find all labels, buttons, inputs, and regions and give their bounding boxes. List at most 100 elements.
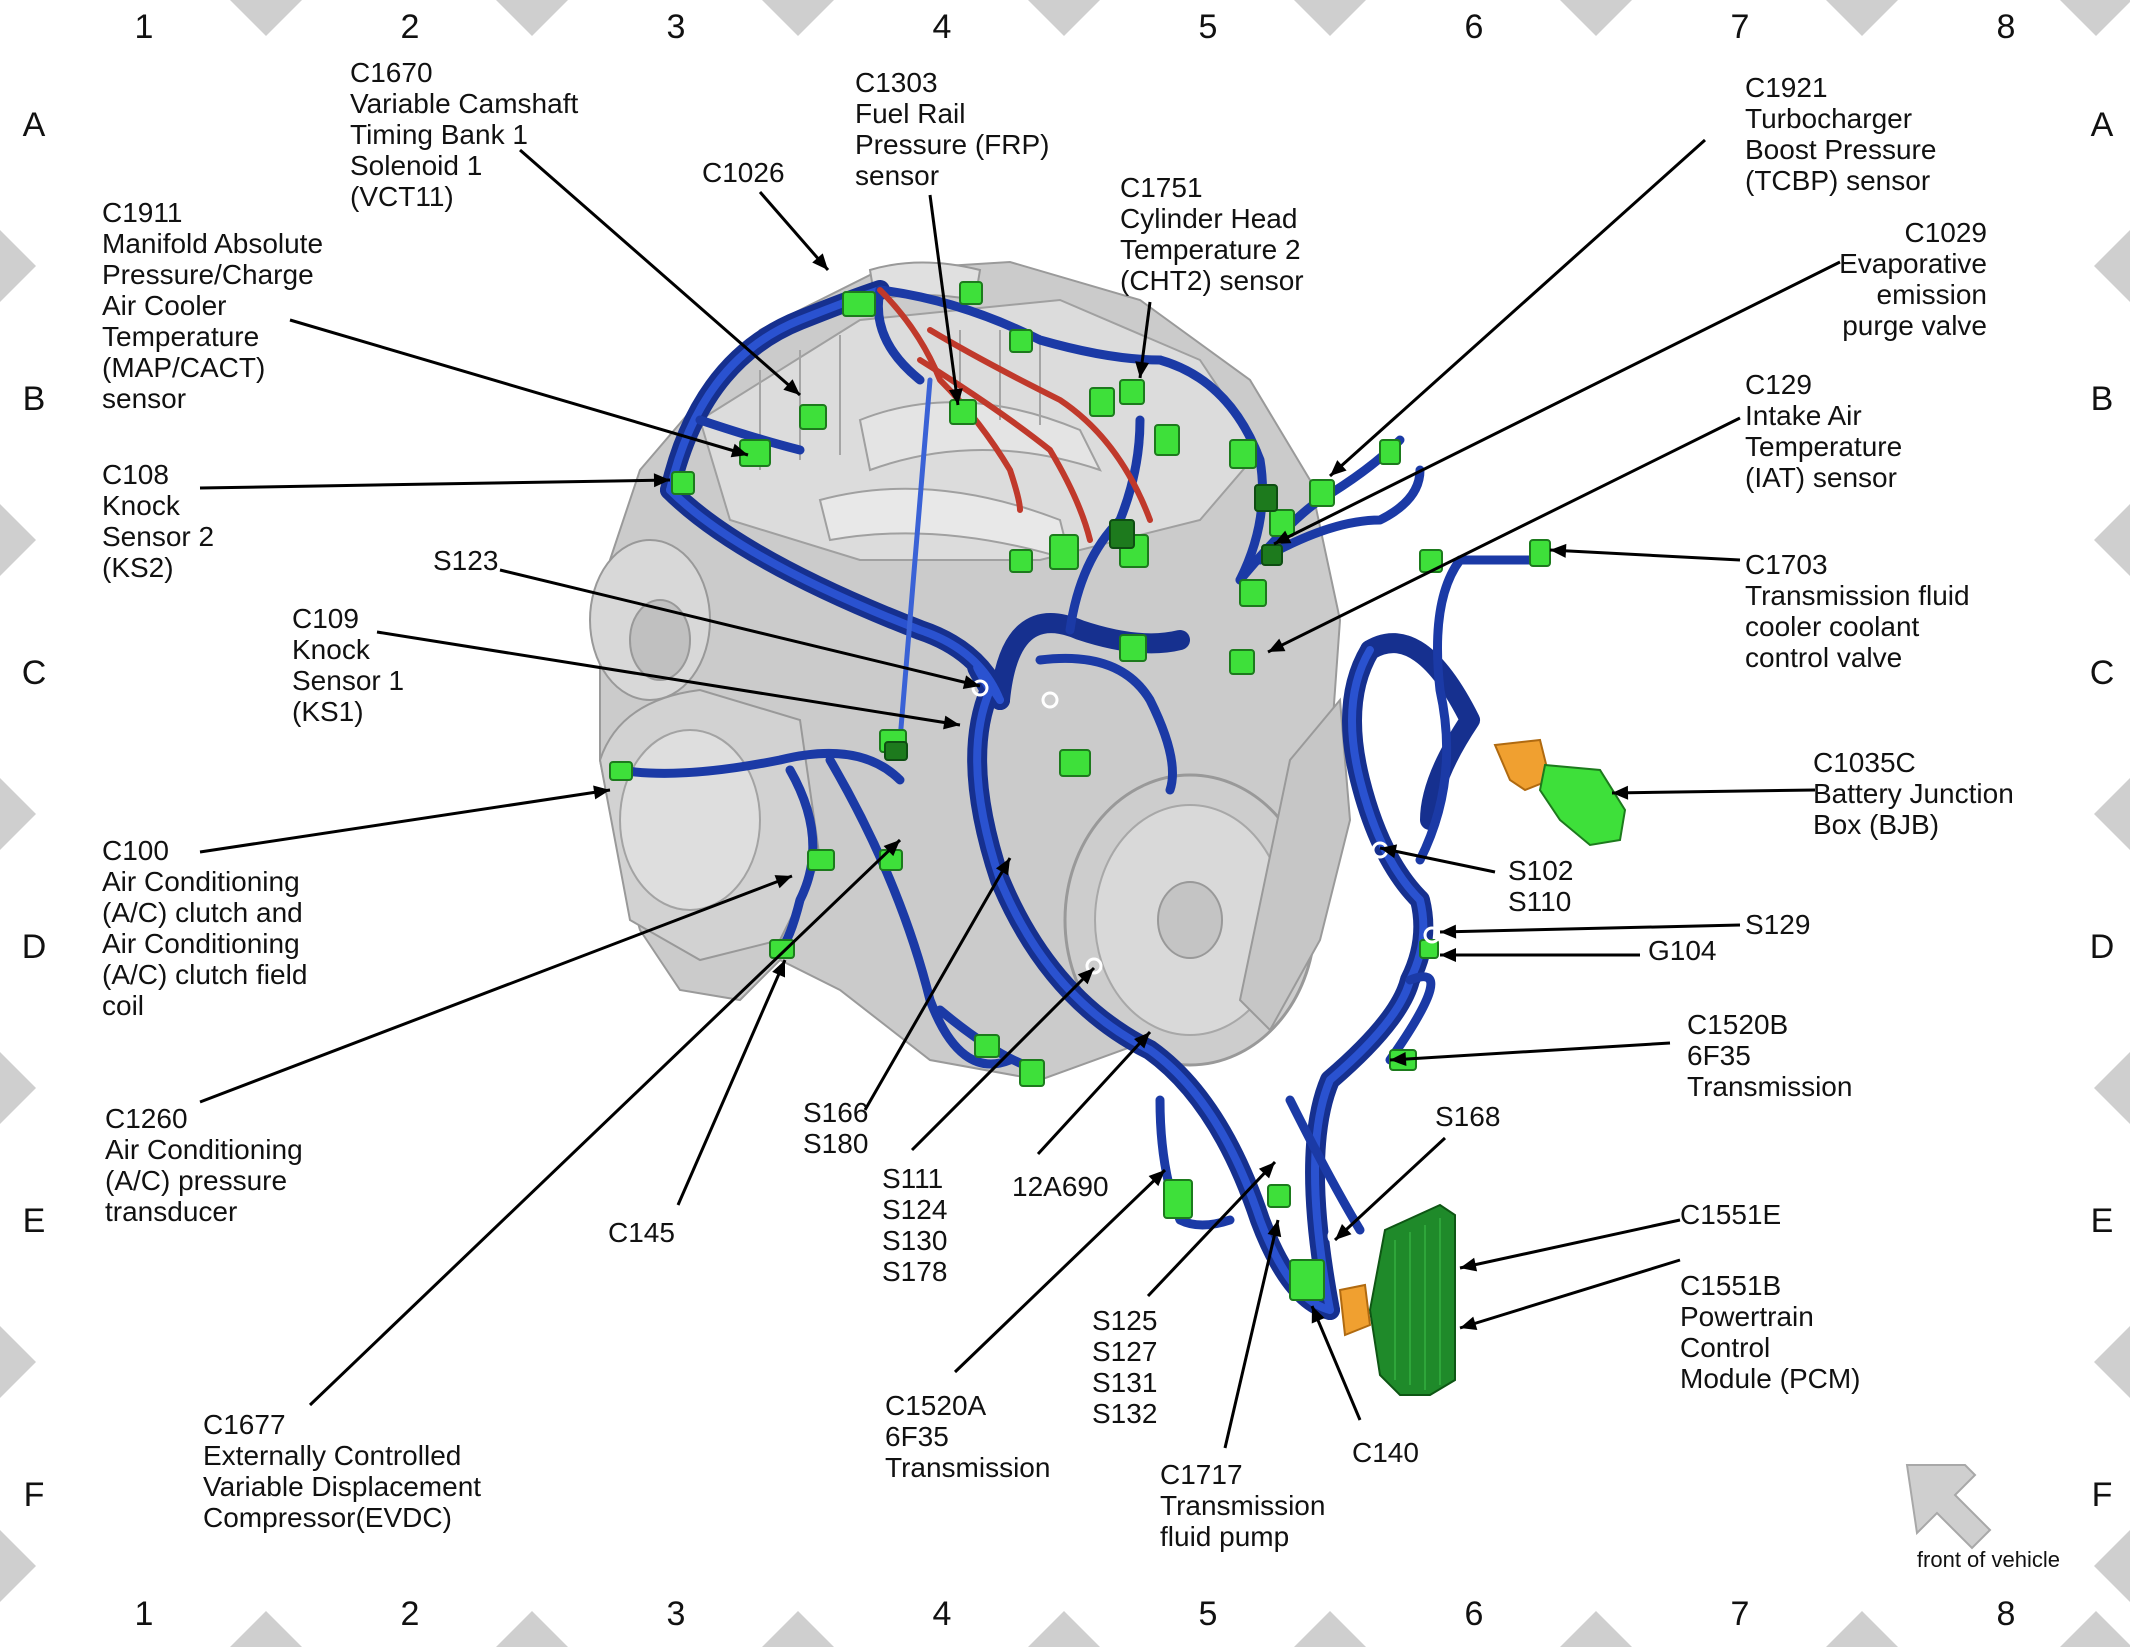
column-label-top: 4	[933, 8, 952, 46]
row-label-right: C	[2090, 654, 2115, 692]
leader-line	[1549, 548, 1741, 562]
leader-arrowhead	[1148, 1170, 1165, 1187]
callout-line: C1670	[350, 57, 433, 88]
leader-line	[1459, 1258, 1681, 1330]
callout-line: C100	[102, 835, 169, 866]
row-label-right: D	[2090, 928, 2115, 966]
border-diamond	[2094, 230, 2130, 302]
column-label-top: 2	[401, 8, 420, 46]
callout-line: (IAT) sensor	[1745, 462, 1897, 493]
border-diamond	[762, 0, 834, 36]
leader-line	[1611, 788, 1816, 795]
column-label-top: 1	[135, 8, 154, 46]
row-label-left: B	[23, 380, 46, 418]
connector-block	[799, 404, 827, 430]
connector-block	[959, 281, 983, 305]
callout-line: G104	[1648, 935, 1717, 966]
leader-arrowhead	[1550, 543, 1567, 558]
leader-arrowhead	[883, 840, 900, 857]
callout-line: emission	[1877, 279, 1987, 310]
leader-line	[1223, 1219, 1280, 1449]
leader-lines	[199, 138, 1841, 1449]
connector-block	[842, 291, 876, 317]
row-label-left: F	[24, 1476, 45, 1514]
callout-c1026: C1026	[702, 157, 785, 188]
callout-line: Temperature	[102, 321, 259, 352]
border-diamond	[0, 1326, 36, 1398]
callout-line: C1703	[1745, 549, 1828, 580]
leader-line	[1333, 1136, 1447, 1242]
leader-line	[910, 966, 1096, 1152]
callout-a690: 12A690	[1012, 1171, 1109, 1202]
border-diamond	[0, 504, 36, 576]
row-label-right: A	[2091, 106, 2114, 144]
leader-line	[1328, 138, 1707, 478]
leader-line	[199, 874, 793, 1104]
row-label-left: C	[22, 654, 47, 692]
border-diamond	[1294, 1611, 1366, 1647]
connector-block	[1289, 1259, 1325, 1301]
connector-block	[1269, 509, 1295, 537]
leader-arrowhead	[783, 379, 800, 395]
connector-block	[1089, 387, 1115, 417]
leader-arrowhead	[1460, 1316, 1478, 1330]
callout-line: Transmission	[1687, 1071, 1852, 1102]
callout-line: Module (PCM)	[1680, 1363, 1860, 1394]
row-label-right: F	[2092, 1476, 2113, 1514]
callout-line: S124	[882, 1194, 947, 1225]
leader-line	[1036, 1030, 1152, 1156]
callout-line: (CHT2) sensor	[1120, 265, 1304, 296]
callout-line: coil	[102, 990, 144, 1021]
callout-line: Transmission	[1160, 1490, 1325, 1521]
callout-line: C1520A	[885, 1390, 987, 1421]
connector-block	[1529, 539, 1551, 567]
callout-s129: S129	[1745, 909, 1810, 940]
border-diamond	[1826, 0, 1898, 36]
callout-line: S166	[803, 1097, 868, 1128]
column-label-top: 3	[667, 8, 686, 46]
border-diamond	[762, 1611, 834, 1647]
callout-line: C1520B	[1687, 1009, 1788, 1040]
callout-line: Cylinder Head	[1120, 203, 1297, 234]
callout-line: C1551E	[1680, 1199, 1781, 1230]
callout-line: Battery Junction	[1813, 778, 2014, 809]
callout-line: C109	[292, 603, 359, 634]
callout-line: transducer	[105, 1196, 237, 1227]
leader-arrowhead	[1460, 1257, 1478, 1272]
leader-line	[289, 318, 749, 457]
callout-line: Transmission fluid	[1745, 580, 1970, 611]
callout-line: S178	[882, 1256, 947, 1287]
callout-line: Pressure/Charge	[102, 259, 314, 290]
callout-line: S123	[433, 545, 498, 576]
callout-c1551e: C1551E	[1680, 1199, 1781, 1230]
leader-arrowhead	[730, 443, 748, 458]
border-diamond	[0, 1052, 36, 1124]
callout-line: (A/C) clutch and	[102, 897, 303, 928]
border-diamond	[1560, 1611, 1632, 1647]
leader-arrowhead	[1380, 844, 1398, 859]
callout-line: C1751	[1120, 172, 1203, 203]
border-diamond	[2094, 1326, 2130, 1398]
connector-block	[1119, 379, 1145, 405]
splice-marker	[971, 679, 989, 697]
callout-line: sensor	[855, 160, 939, 191]
leader-line	[376, 630, 961, 727]
border-diamond	[1028, 1611, 1100, 1647]
callout-line: Manifold Absolute	[102, 228, 323, 259]
column-label-bottom: 5	[1199, 1595, 1218, 1633]
leader-line	[863, 857, 1012, 1111]
connector-block	[1009, 329, 1033, 353]
connector-block	[807, 849, 835, 871]
border-diamond	[0, 1530, 36, 1602]
